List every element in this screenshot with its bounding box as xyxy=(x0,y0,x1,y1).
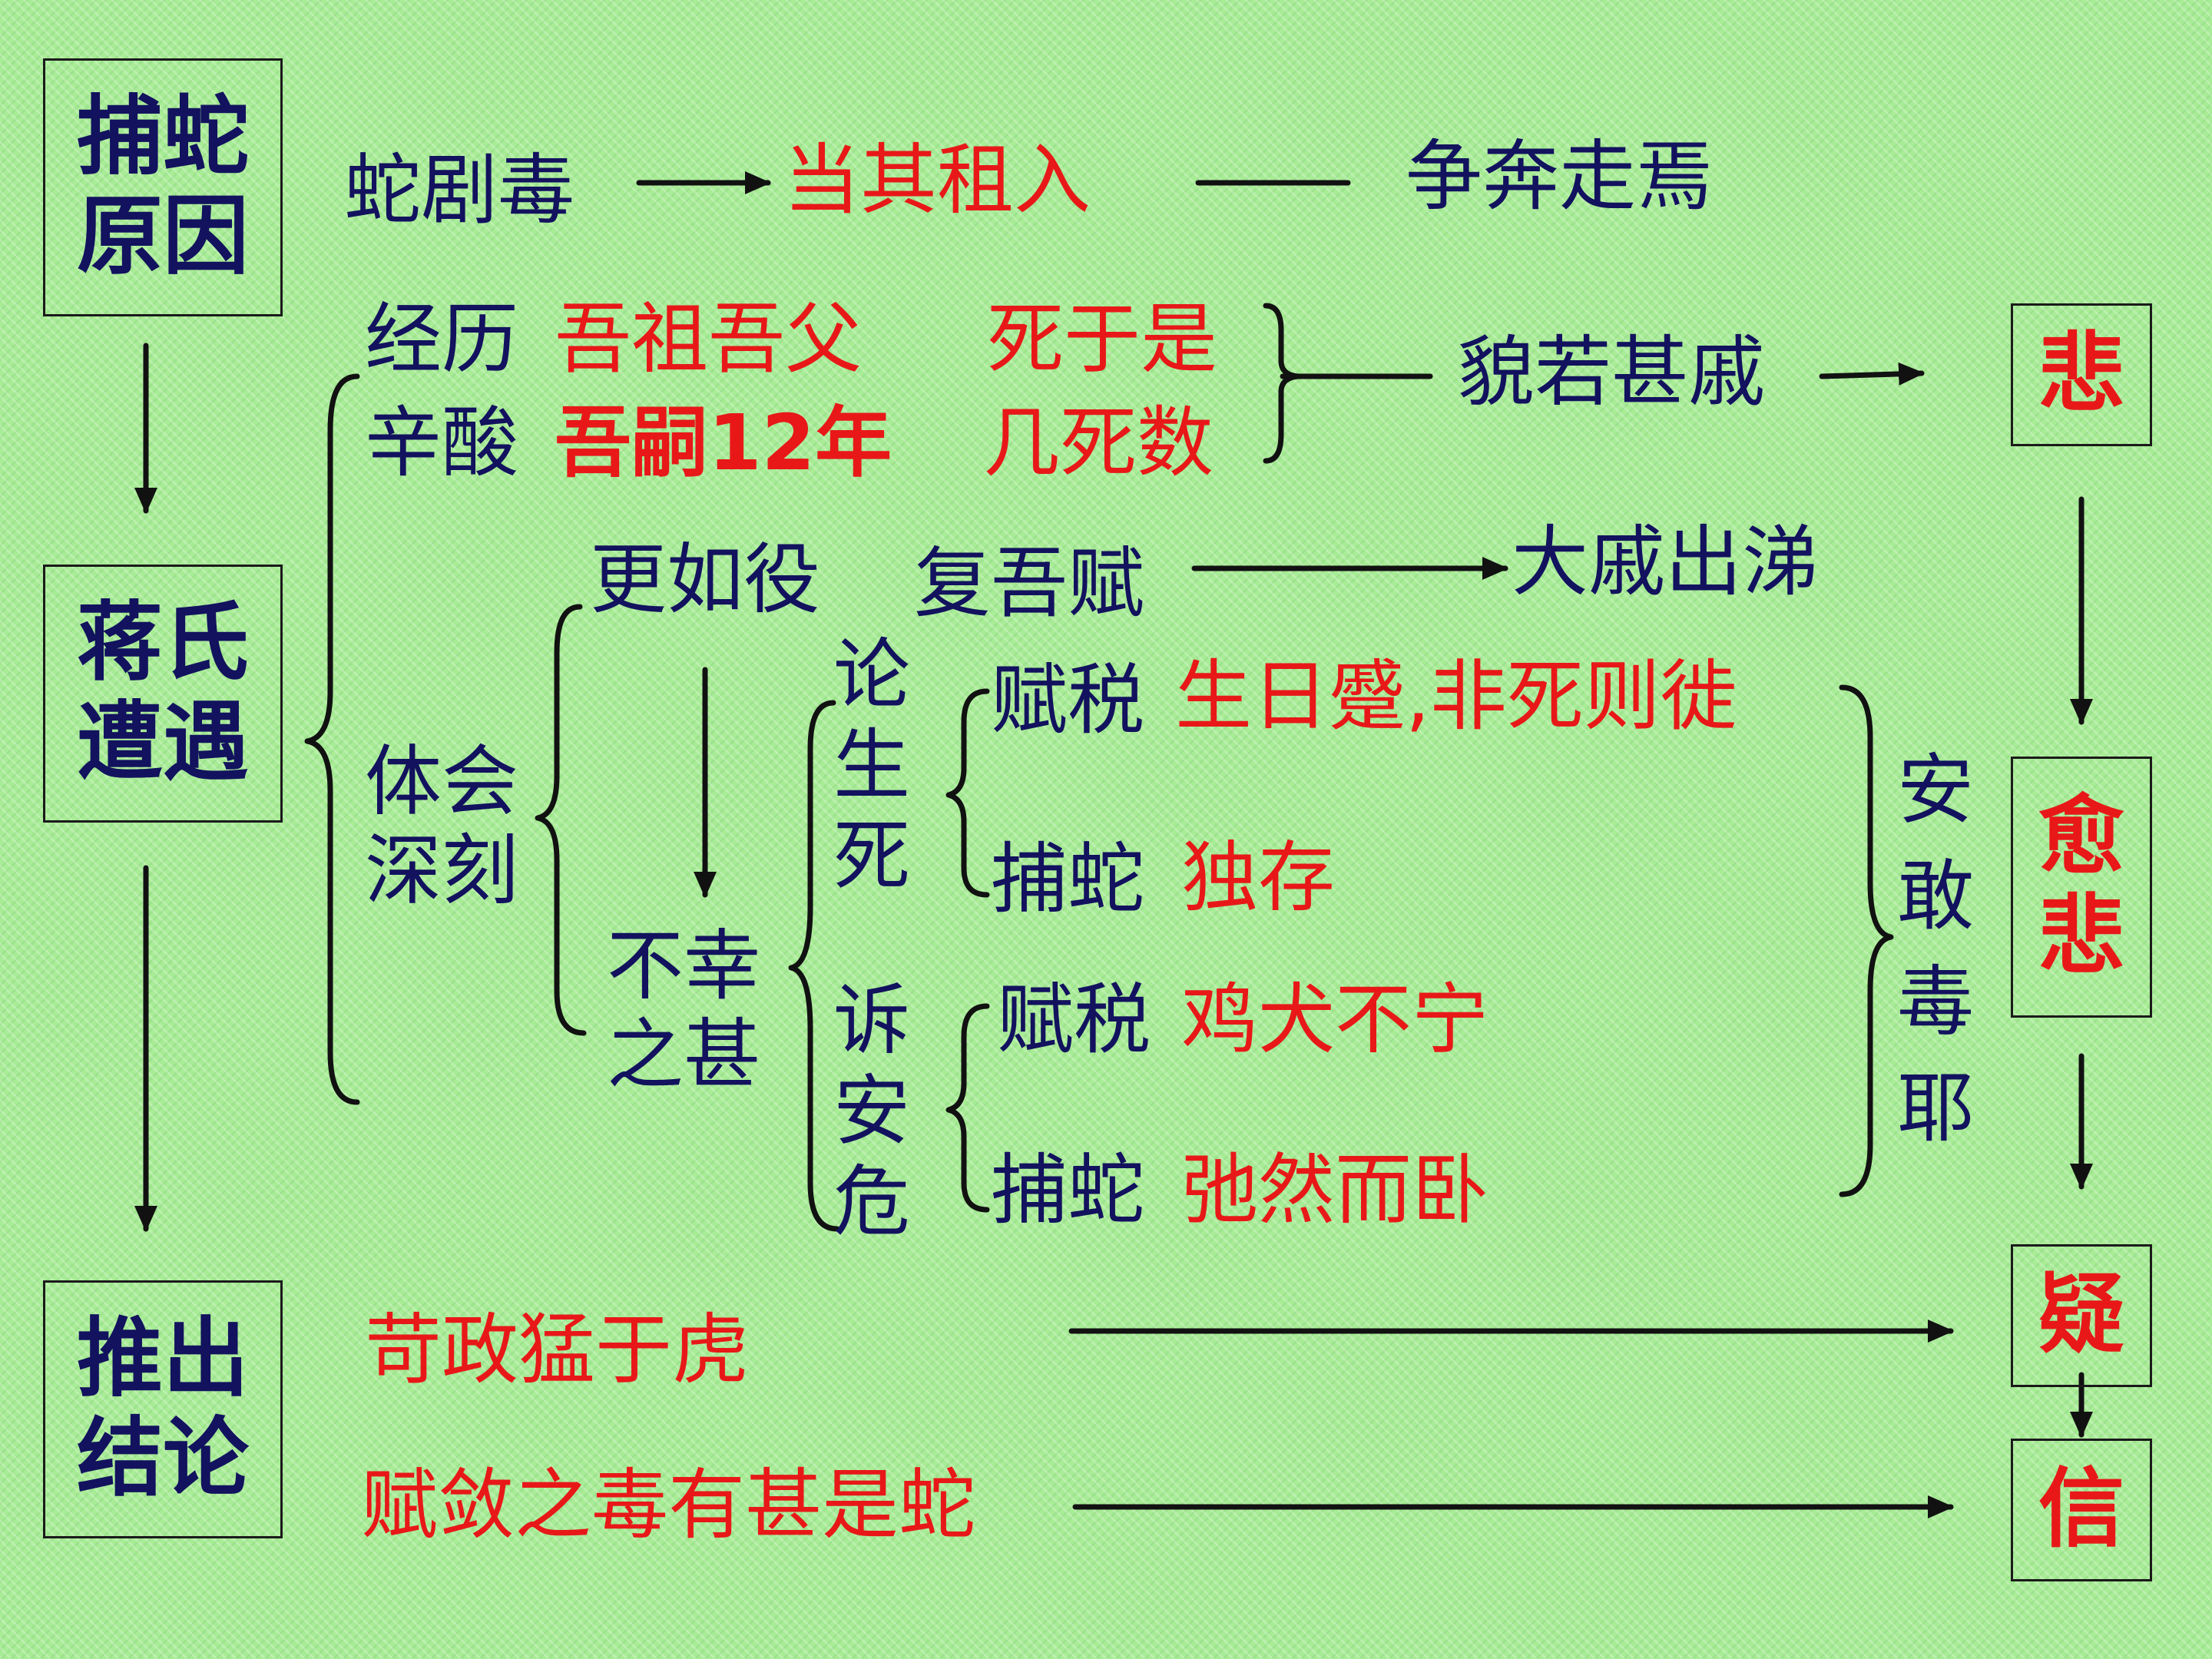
safety-catch-label: 捕蛇 xyxy=(991,1145,1144,1235)
safety-catch-text: 弛然而卧 xyxy=(1181,1145,1488,1235)
rent-text: 当其租入 xyxy=(783,135,1091,225)
nearly-died-text: 几死数 xyxy=(983,398,1214,488)
life-death-tax-text: 生日蹙,非死则徙 xyxy=(1175,651,1737,741)
dare-text: 安 敢 毒 耶 xyxy=(1897,745,1974,1153)
brace-understanding xyxy=(535,604,587,1036)
life-death-label: 论 生 死 xyxy=(833,630,910,901)
experience-label-line2: 辛酸 xyxy=(365,398,518,488)
brace-life-death xyxy=(945,688,990,898)
reason-box: 捕蛇 原因 xyxy=(43,58,283,316)
sad-box: 悲 xyxy=(2011,303,2152,446)
restore-tax-text: 复吾赋 xyxy=(914,538,1144,628)
encounter-box: 蒋氏 遭遇 xyxy=(43,565,283,823)
believe-box: 信 xyxy=(2011,1439,2152,1581)
snake-poison-text: 蛇剧毒 xyxy=(344,145,575,235)
looks-sad-text: 貌若甚戚 xyxy=(1458,327,1765,417)
ancestors-text: 吾祖吾父 xyxy=(555,294,862,384)
brace-safety xyxy=(945,1003,990,1213)
arrow-looks-to-sad xyxy=(1819,362,1925,386)
change-duty-text: 更如役 xyxy=(590,535,820,624)
conclusion-box: 推出 结论 xyxy=(43,1280,283,1538)
safety-tax-label: 赋税 xyxy=(997,975,1151,1065)
conclusion-label: 推出 结论 xyxy=(77,1309,249,1508)
misfortune-text: 不幸 之甚 xyxy=(607,921,760,1100)
harsh-rule-text: 苛政猛于虎 xyxy=(365,1305,749,1395)
brace-experience xyxy=(1263,303,1301,464)
reason-label: 捕蛇 原因 xyxy=(77,87,249,286)
brace-encounter xyxy=(304,373,360,1105)
doubt-box: 疑 xyxy=(2011,1244,2152,1387)
believe-label: 信 xyxy=(2038,1459,2124,1560)
sadder-label: 愈 悲 xyxy=(2038,786,2124,986)
self-years-text: 吾嗣12年 xyxy=(555,398,892,488)
doubt-label: 疑 xyxy=(2038,1265,2124,1366)
brace-misfortune xyxy=(788,700,840,1232)
died-of-it-text: 死于是 xyxy=(987,294,1217,384)
experience-label-line1: 经历 xyxy=(365,294,518,384)
life-death-catch-label: 捕蛇 xyxy=(991,834,1144,924)
safety-tax-text: 鸡犬不宁 xyxy=(1181,975,1488,1065)
life-death-tax-label: 赋税 xyxy=(991,655,1144,745)
safety-label: 诉 安 危 xyxy=(833,975,910,1247)
sadder-box: 愈 悲 xyxy=(2011,757,2152,1018)
weep-text: 大戚出涕 xyxy=(1512,517,1819,607)
rush-text: 争奔走焉 xyxy=(1406,131,1713,221)
brace-dare xyxy=(1839,684,1894,1197)
encounter-label: 蒋氏 遭遇 xyxy=(77,593,249,793)
life-death-catch-text: 独存 xyxy=(1181,833,1335,922)
tax-poison-text: 赋敛之毒有甚是蛇 xyxy=(361,1460,975,1550)
sad-label: 悲 xyxy=(2038,324,2124,425)
understanding-label: 体会 深刻 xyxy=(365,737,518,916)
